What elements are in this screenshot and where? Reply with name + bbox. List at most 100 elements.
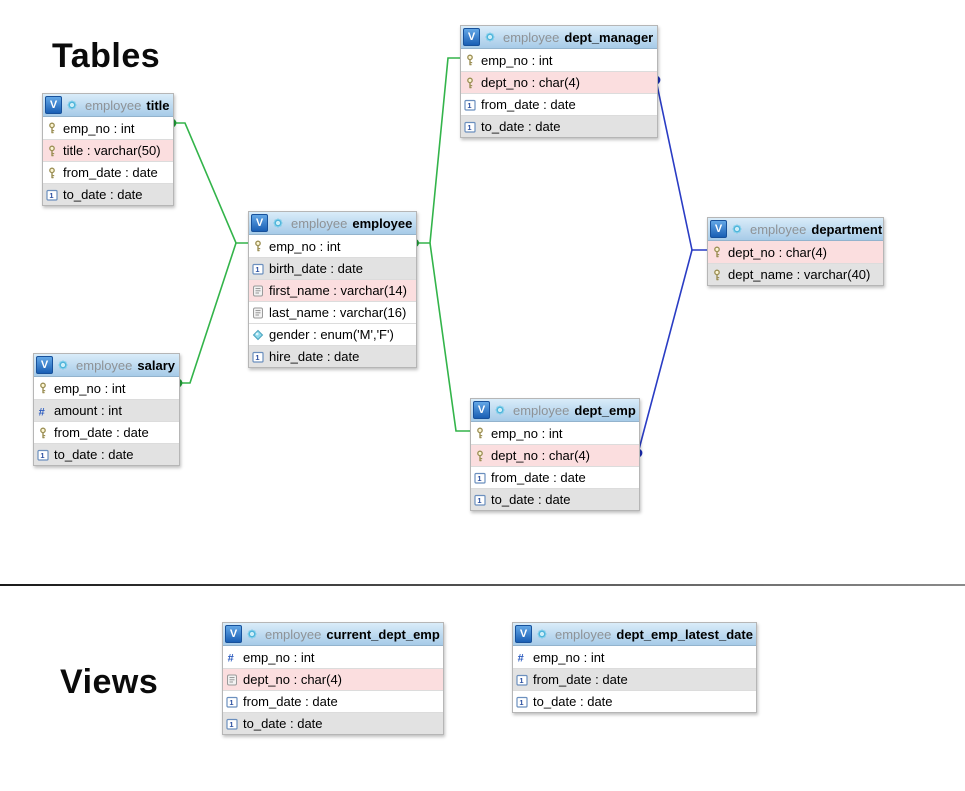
column-row[interactable]: hire_date : date	[249, 345, 416, 367]
column-row[interactable]: emp_no : int	[34, 377, 179, 399]
view-toggle-icon[interactable]: V	[45, 96, 62, 114]
column-row[interactable]: dept_name : varchar(40)	[708, 263, 883, 285]
table-options-icon[interactable]	[484, 31, 501, 43]
column-row[interactable]: emp_no : int	[43, 117, 173, 139]
column-row[interactable]: emp_no : int	[471, 422, 639, 444]
column-label: to_date : date	[481, 119, 561, 134]
primary-key-icon	[477, 450, 483, 462]
date-icon	[46, 189, 58, 201]
view-toggle-icon[interactable]: V	[473, 401, 490, 419]
column-row[interactable]: to_date : date	[471, 488, 639, 510]
column-label: dept_no : char(4)	[481, 75, 581, 90]
column-label: from_date : date	[63, 165, 158, 180]
table-options-icon[interactable]	[731, 223, 748, 235]
column-label: dept_no : char(4)	[491, 448, 591, 463]
column-label: dept_no : char(4)	[243, 672, 343, 687]
column-row[interactable]: dept_no : char(4)	[708, 241, 883, 263]
column-label: emp_no : int	[491, 425, 563, 441]
view-toggle-icon[interactable]: V	[251, 214, 268, 232]
column-label: from_date : date	[243, 694, 338, 709]
column-row[interactable]: amount : int	[34, 399, 179, 421]
column-row[interactable]: to_date : date	[223, 712, 443, 734]
text-icon	[253, 307, 263, 318]
view-toggle-icon[interactable]: V	[463, 28, 480, 46]
column-label: to_date : date	[63, 187, 143, 202]
primary-key-icon	[714, 269, 720, 281]
column-row[interactable]: last_name : varchar(16)	[249, 301, 416, 323]
column-row[interactable]: emp_no : int	[513, 646, 756, 668]
column-row[interactable]: emp_no : int	[461, 49, 657, 71]
column-label: to_date : date	[54, 447, 134, 462]
column-row[interactable]: dept_no : char(4)	[223, 668, 443, 690]
column-row[interactable]: emp_no : int	[223, 646, 443, 668]
primary-key-icon	[49, 122, 55, 134]
column-row[interactable]: dept_no : char(4)	[461, 71, 657, 93]
view-toggle-icon[interactable]: V	[225, 625, 242, 643]
column-label: from_date : date	[491, 470, 586, 485]
column-label: dept_name : varchar(40)	[728, 267, 871, 282]
view-toggle-icon[interactable]: V	[515, 625, 532, 643]
table-name: dept_emp	[574, 402, 636, 418]
column-label: gender : enum('M','F')	[269, 327, 394, 342]
column-row[interactable]: emp_no : int	[249, 235, 416, 257]
table-options-icon[interactable]	[272, 217, 289, 229]
text-icon	[253, 285, 263, 296]
column-row[interactable]: dept_no : char(4)	[471, 444, 639, 466]
column-row[interactable]: to_date : date	[43, 183, 173, 205]
column-row[interactable]: birth_date : date	[249, 257, 416, 279]
schema-name: employee	[291, 215, 348, 231]
column-row[interactable]: to_date : date	[34, 443, 179, 465]
table-name: employee	[352, 215, 413, 231]
column-label: emp_no : int	[269, 238, 341, 254]
relation-line-employee-deptmanager	[415, 57, 460, 244]
primary-key-icon	[477, 427, 483, 439]
column-label: from_date : date	[481, 97, 576, 112]
table-name: salary	[137, 357, 175, 373]
table-options-icon[interactable]	[246, 628, 263, 640]
column-row[interactable]: from_date : date	[34, 421, 179, 443]
view-toggle-icon[interactable]: V	[36, 356, 53, 374]
column-row[interactable]: first_name : varchar(14)	[249, 279, 416, 301]
view-toggle-icon[interactable]: V	[710, 220, 727, 238]
table-options-icon[interactable]	[494, 404, 511, 416]
column-row[interactable]: from_date : date	[43, 161, 173, 183]
table-options-icon[interactable]	[57, 359, 74, 371]
column-row[interactable]: from_date : date	[461, 93, 657, 115]
views-section-heading: Views	[60, 662, 159, 701]
column-row[interactable]: title : varchar(50)	[43, 139, 173, 161]
primary-key-icon	[714, 246, 720, 258]
table-options-icon[interactable]	[536, 628, 553, 640]
column-row[interactable]: to_date : date	[461, 115, 657, 137]
date-icon	[226, 718, 238, 730]
date-icon	[474, 472, 486, 484]
column-row[interactable]: from_date : date	[471, 466, 639, 488]
table-options-icon[interactable]	[66, 99, 83, 111]
column-row[interactable]: from_date : date	[513, 668, 756, 690]
date-icon	[474, 494, 486, 506]
column-row[interactable]: to_date : date	[513, 690, 756, 712]
column-row[interactable]: from_date : date	[223, 690, 443, 712]
column-label: first_name : varchar(14)	[269, 283, 407, 298]
date-icon	[464, 99, 476, 111]
numeric-icon	[38, 405, 45, 417]
column-row[interactable]: gender : enum('M','F')	[249, 323, 416, 345]
view-name: current_dept_emp	[326, 626, 440, 642]
view-name: dept_emp_latest_date	[616, 626, 753, 642]
column-label: emp_no : int	[243, 649, 315, 665]
